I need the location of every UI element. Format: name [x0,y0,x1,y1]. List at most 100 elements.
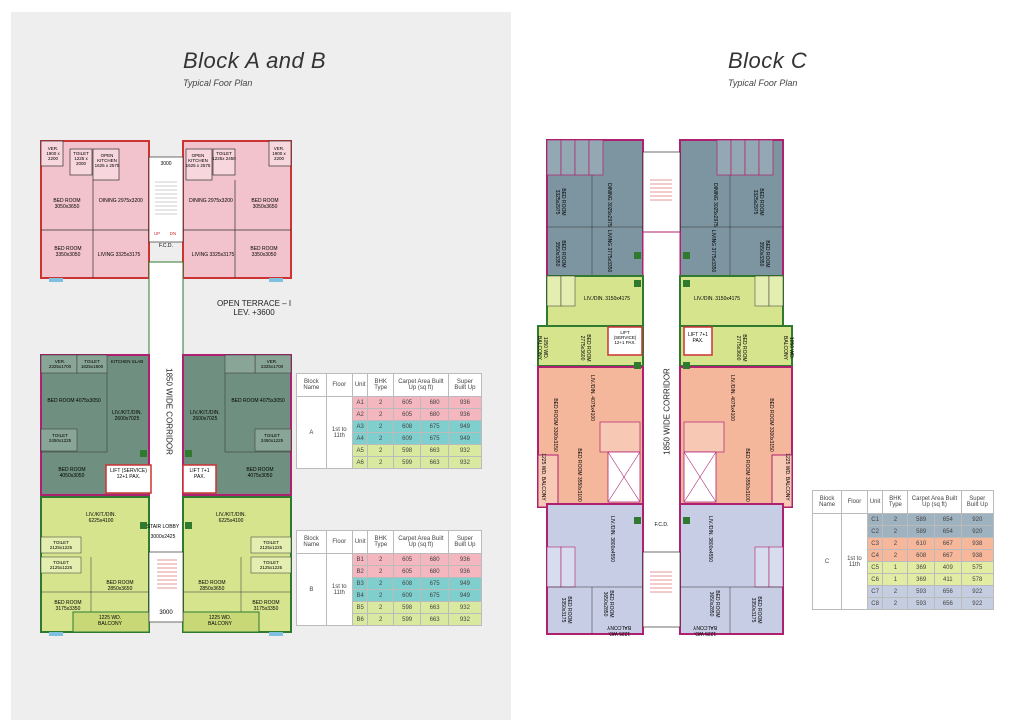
table-a-cell-built: 663 [420,444,449,457]
room-label-bed-tr-c: BED ROOM 3325x2975 [752,188,764,216]
lift-service [105,464,152,494]
room-label-ver-tl: VER. 1900 x 2200 [46,146,60,161]
table-c-header: Carpet Area Built Up (sq ft) [907,490,962,514]
room-label-dining-tl-c: DINING 3025x2975 [606,183,612,227]
table-b-floor: 1st to 11th [325,553,353,626]
table-c-cell-super: 938 [960,549,995,562]
table-c-cell-bhk: 2 [882,597,909,610]
room-label-bed3-l-c: BED ROOM 3300x3150 [552,398,558,452]
table-c-cell-super: 578 [960,573,995,586]
table-c-cell-built: 654 [933,525,962,538]
table-c-cell-bhk: 2 [882,525,909,538]
dimension-3000-top: 3000 [160,161,172,167]
room-label-livdin-ml-c: LIV./DIN. 3150x4175 [584,296,630,302]
room-label-living-tl-c: LIVING 3775x3350 [606,229,612,273]
balcony-label-l-c: 1225 WD. BALCONY [540,453,546,501]
table-a-cell-super: 936 [447,408,483,421]
room-label-bed2-br: BED ROOM 3175x3350 [252,600,280,612]
room-label-livdin-mr-c: LIV./DIN. 3150x4175 [694,296,740,302]
table-b-cell-unit: B1 [351,553,369,566]
table-a-cell-carpet: 605 [392,396,422,409]
table-b-header: BHK Type [367,530,394,554]
room-label-livdin-br-c: LIV./DIN. 3800x4550 [707,516,713,562]
room-label-living-tl: LIVING 3325x3175 [97,252,141,258]
balcony-label-ml-c: 1050 WD. BALCONY [536,336,548,360]
room-label-bed2-tr-c: BED ROOM 3550x3350 [758,240,770,268]
table-b-cell-unit: B3 [351,577,369,590]
table-c-block-name: C [811,513,843,610]
table-b-cell-unit: B5 [351,601,369,614]
table-a-cell-bhk: 2 [367,432,394,445]
table-a-header: Carpet Area Built Up (sq ft) [392,373,449,397]
table-c-cell-super: 922 [960,585,995,598]
room-label-bed6-r-c: BED ROOM 3350x3175 [750,596,762,624]
unit-table-a: Block Name Floor Unit BHK Type Carpet Ar… [296,373,483,469]
table-b-cell-carpet: 605 [392,553,422,566]
table-b-cell-bhk: 2 [367,553,394,566]
block-c-title: Block C [728,48,808,73]
table-a-cell-carpet: 598 [392,444,422,457]
room-label-bed-br: BED ROOM 2850x3650 [198,580,226,592]
table-c-cell-carpet: 589 [907,525,935,538]
table-a-cell-unit: A6 [351,456,369,469]
table-a-cell-built: 675 [420,432,449,445]
block-ab-panel: Block A and B Typical Foor Plan [11,12,511,720]
table-b-block-name: B [296,553,327,626]
table-c-cell-unit: C2 [866,525,884,538]
room-label-liv-br: LIV./KIT./DIN. 6225x4100 [216,512,246,524]
table-c-cell-bhk: 2 [882,585,909,598]
block-ab-title: Block A and B [183,48,327,73]
room-label-livdin-l-c: LIV./DIN. 4075x4100 [589,375,595,421]
dimension-3000-bottom: 3000 [159,610,173,616]
table-a-cell-super: 949 [447,420,483,433]
table-b-cell-built: 680 [420,553,449,566]
table-c-header: Super Built Up [960,490,995,514]
table-b-cell-carpet: 608 [392,577,422,590]
table-c-cell-bhk: 1 [882,573,909,586]
lift-pax-label-c: LIFT 7+1 PAX. [687,332,709,344]
table-a-header: BHK Type [367,373,394,397]
room-label-bed-ml-c: BED ROOM 2775x3600 [579,334,591,362]
table-a-cell-unit: A2 [351,408,369,421]
table-a-cell-built: 675 [420,420,449,433]
table-c-header: Unit [866,490,884,514]
room-label-toilet-tl: TOILET 1225 x 2000 [73,151,89,166]
room-label-bed4-l-c: BED ROOM 3550x3100 [576,448,582,502]
table-b-header: Block Name [296,530,327,554]
block-c-panel: Block C Typical Foor Plan [512,12,1020,720]
balcony-label-bl: 1225 WD. BALCONY [98,615,122,627]
balcony-label-r-c: 1225 WD. BALCONY [784,453,790,501]
room-label-bed2-tl: BED ROOM 3350x3050 [54,246,82,258]
room-label-bed5-r-c: BED ROOM 3650x2850 [708,590,720,618]
room-label-bed3-r-c: BED ROOM 3300x3150 [768,398,774,452]
table-c-cell-bhk: 1 [882,561,909,574]
table-c-cell-super: 938 [960,537,995,550]
table-c-header: Floor [841,490,868,514]
room-label-bed2-tl-c: BED ROOM 3550x3350 [554,240,566,268]
table-a-cell-super: 949 [447,432,483,445]
table-b-header: Floor [325,530,353,554]
table-c-cell-unit: C6 [866,573,884,586]
room-label-ver-ml: VER. 2325x1700 [48,359,72,369]
table-b-cell-built: 663 [420,601,449,614]
room-label-bed2-tr: BED ROOM 3350x3050 [250,246,278,258]
table-b-cell-super: 932 [447,601,483,614]
table-c-cell-carpet: 369 [907,561,935,574]
table-a-cell-unit: A3 [351,420,369,433]
room-label-kitchen-tl: OPEN KITCHEN 1625 x 2575 [94,153,120,168]
table-c-cell-super: 575 [960,561,995,574]
table-c-cell-carpet: 593 [907,597,935,610]
table-b-cell-bhk: 2 [367,589,394,602]
table-c-cell-unit: C1 [866,513,884,526]
lift-passenger-c [683,326,713,356]
room-label-kitchen-tr: OPEN KITCHEN 1625 x 2575 [185,153,211,168]
room-label-livdin-r-c: LIV./DIN. 4075x4100 [729,375,735,421]
block-ab-subtitle: Typical Foor Plan [183,78,253,88]
